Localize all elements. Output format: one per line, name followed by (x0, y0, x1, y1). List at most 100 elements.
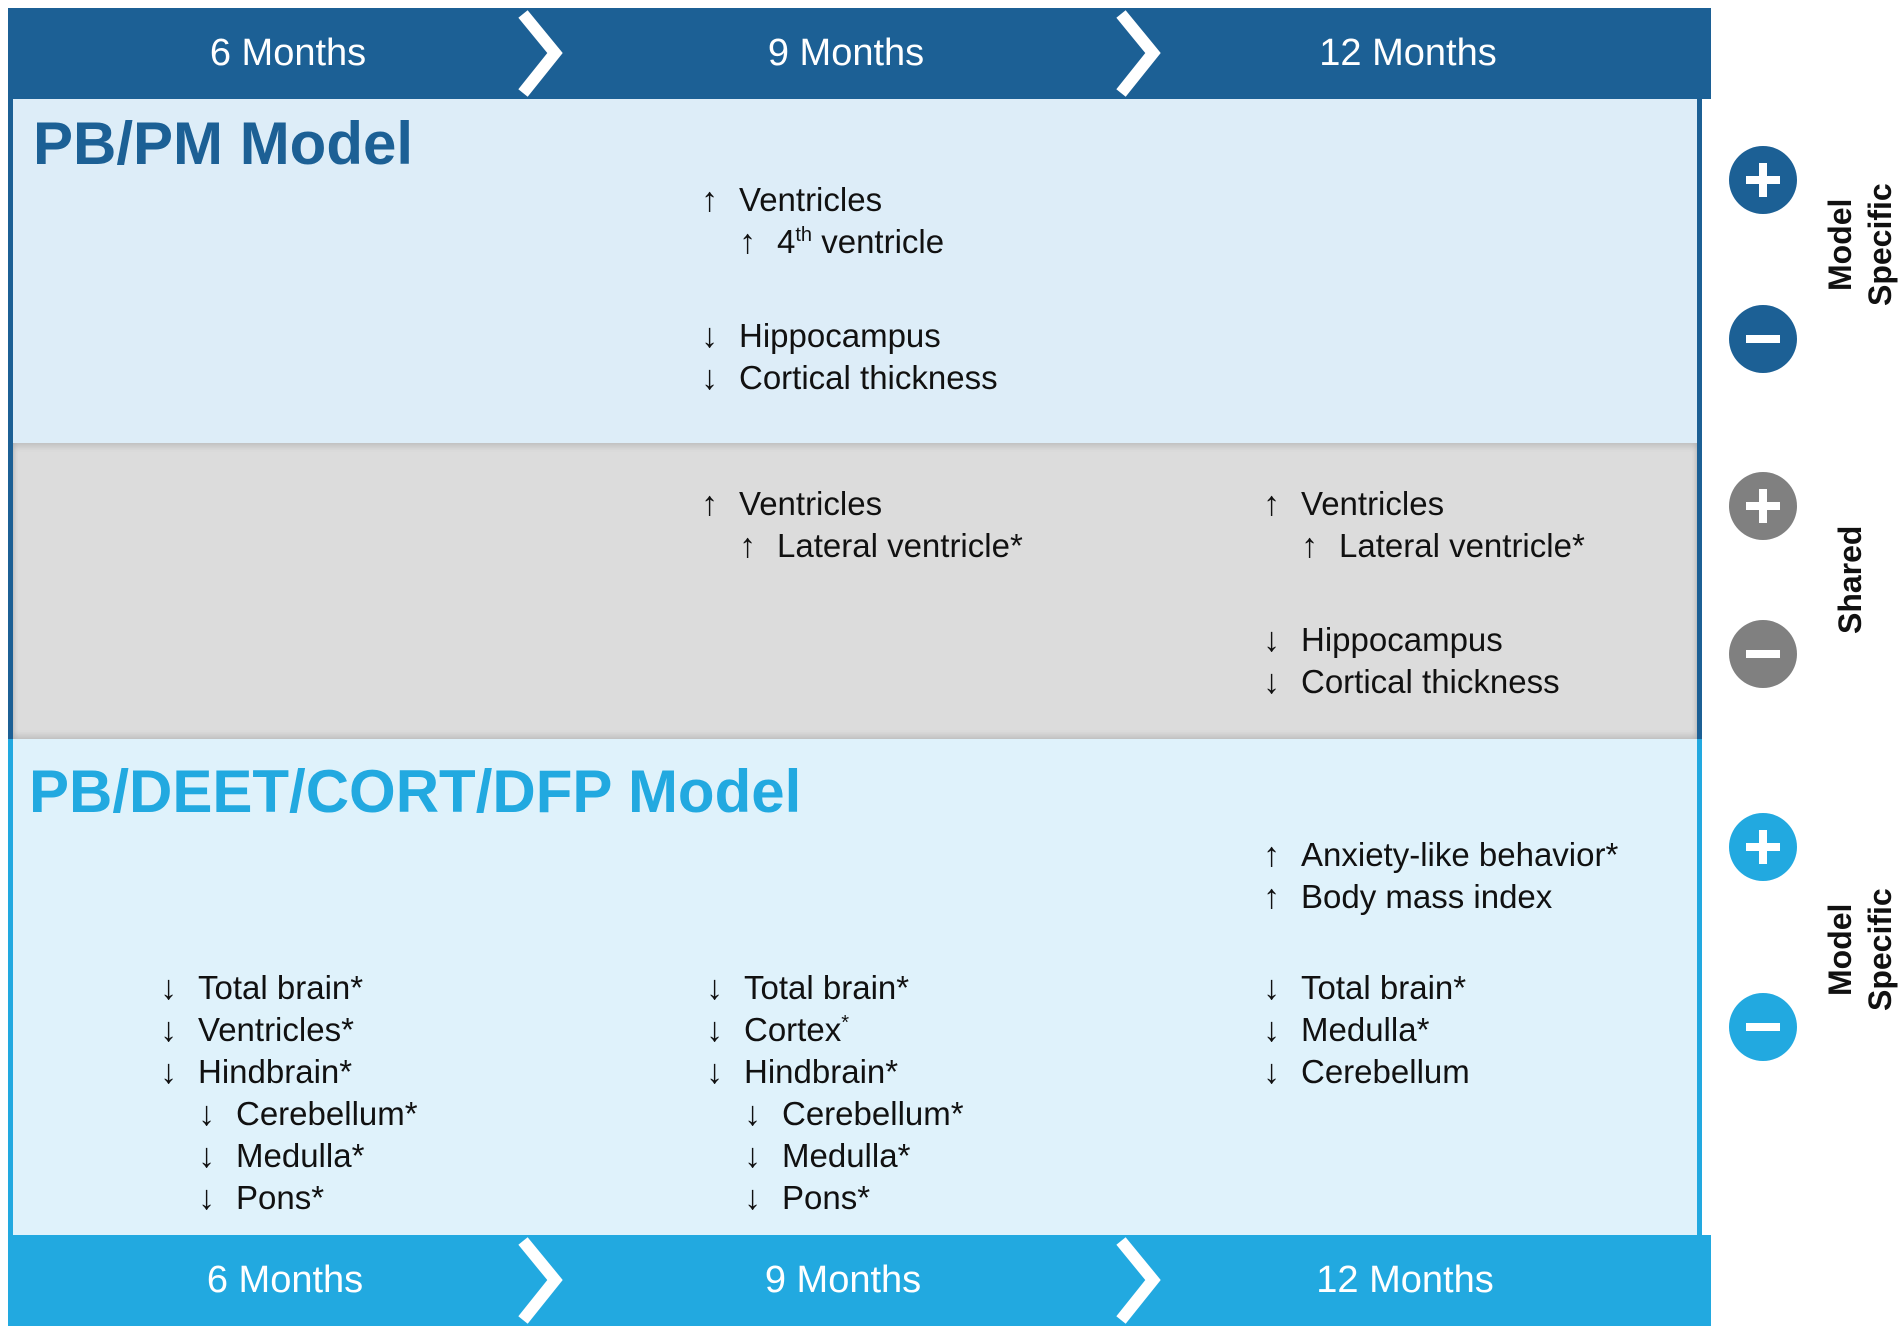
plus-icon (1729, 813, 1797, 881)
finding-label: Medulla* (782, 1137, 911, 1174)
arrow-down-icon: ↓ (1263, 969, 1280, 1007)
finding-item: ↓ Medulla* (744, 1137, 910, 1176)
finding-item: ↓Total brain* (160, 969, 363, 1008)
arrow-down-icon: ↓ (198, 1179, 215, 1217)
finding-item: ↓ Cerebellum* (198, 1095, 418, 1134)
legend-model-specific-bottom: Model Specific (1822, 888, 1898, 1012)
finding-item: ↑Body mass index (1263, 878, 1552, 917)
finding-label: Hindbrain* (744, 1053, 899, 1090)
arrow-down-icon: ↓ (706, 969, 723, 1007)
legend-model-specific-top: Model Specific (1822, 183, 1898, 307)
arrow-down-icon: ↓ (160, 1053, 177, 1091)
legend-shared: Shared (1832, 525, 1868, 635)
finding-label: Cerebellum* (236, 1095, 418, 1132)
finding-item: ↓ Cerebellum (1263, 1053, 1470, 1092)
finding-label: Cortical thickness (1301, 663, 1560, 700)
deet-panel: PB/DEET/CORT/DFP Model ↓ Total brain* ↓ Ven… (8, 739, 1702, 1235)
finding-label: Body mass index (1301, 878, 1553, 915)
arrow-down-icon: ↓ (160, 1011, 177, 1049)
finding-label: Medulla* (236, 1137, 365, 1174)
arrow-down-icon: ↓ (701, 359, 718, 397)
arrow-up-icon: ↑ (739, 223, 756, 261)
arrow-down-icon: ↓ (1263, 1053, 1280, 1091)
finding-item: ↓ Hindbrain* (706, 1053, 898, 1092)
arrow-down-icon: ↓ (198, 1095, 215, 1133)
finding-item: ↓Cortical thickness (1263, 663, 1560, 702)
arrow-down-icon: ↓ (1263, 621, 1280, 659)
finding-item: ↑ Ventricles (701, 181, 882, 220)
finding-label: Cerebellum* (782, 1095, 964, 1132)
month-label-12: 12 Months (1319, 32, 1497, 74)
finding-item: ↑ Lateral ventricle* (1301, 527, 1585, 566)
finding-label: Pons* (236, 1179, 325, 1216)
finding-label: Anxiety-like behavior* (1301, 836, 1619, 873)
finding-label: Hippocampus (739, 317, 941, 354)
arrow-down-icon: ↓ (1263, 1011, 1280, 1049)
finding-item: ↓ Hippocampus (1263, 621, 1503, 660)
finding-item: ↓ Medulla* (198, 1137, 364, 1176)
deet-model-title: PB/DEET/CORT/DFP Model (29, 758, 802, 825)
finding-label: Lateral ventricle* (1339, 527, 1585, 564)
month-label-12: 12 Months (1316, 1259, 1494, 1301)
finding-superscript: th (795, 224, 813, 246)
finding-item: ↓Pons* (744, 1179, 870, 1218)
arrow-up-icon: ↑ (1301, 527, 1318, 565)
finding-item: ↑ Anxiety-like behavior* (1263, 836, 1618, 875)
finding-label: Lateral ventricle* (777, 527, 1023, 564)
finding-item: ↑ Ventricles (701, 485, 882, 524)
finding-superscript: * (841, 1012, 849, 1034)
finding-label: Total brain* (744, 969, 910, 1006)
arrow-up-icon: ↑ (1263, 485, 1280, 523)
pbpm-model-title: PB/PM Model (33, 110, 414, 177)
finding-label: Cortex (744, 1011, 842, 1048)
finding-item: ↑ Lateral ventricle* (739, 527, 1023, 566)
arrow-up-icon: ↑ (701, 485, 718, 523)
minus-icon (1729, 620, 1797, 688)
month-label-6: 6 Months (209, 32, 367, 74)
shared-panel: ↑Ventricles↑Lateral ventricle* ↑Ventricl… (8, 443, 1702, 739)
finding-item: ↑4th ventricle (739, 223, 944, 262)
chevron-icon (518, 10, 563, 97)
finding-item: ↑Ventricles (1263, 485, 1444, 524)
chevron-icon (1116, 1237, 1161, 1324)
arrow-down-icon: ↓ (701, 317, 718, 355)
arrow-down-icon: ↓ (706, 1053, 723, 1091)
chevron-icon (518, 1237, 563, 1324)
finding-label: Cortical thickness (739, 359, 998, 396)
arrow-down-icon: ↓ (744, 1095, 761, 1133)
finding-label: Hindbrain* (198, 1053, 353, 1090)
finding-item: ↓ Hippocampus (701, 317, 941, 356)
plus-icon (1729, 472, 1797, 540)
chevron-icon (1116, 10, 1161, 97)
month-label-9: 9 Months (764, 1259, 922, 1301)
finding-label: Cerebellum (1301, 1053, 1470, 1090)
finding-label: Hippocampus (1301, 621, 1503, 658)
month-label-6: 6 Months (206, 1259, 364, 1301)
arrow-up-icon: ↑ (1263, 836, 1280, 874)
finding-label: Ventricles (739, 485, 883, 522)
finding-item: ↓ Ventricles* (160, 1011, 354, 1050)
finding-item: ↓ Cortex* (706, 1011, 849, 1050)
finding-item: ↓Medulla* (1263, 1011, 1429, 1050)
finding-label: Pons* (782, 1179, 871, 1216)
arrow-down-icon: ↓ (160, 969, 177, 1007)
minus-icon (1729, 305, 1797, 373)
finding-item: ↓ Cortical thickness (701, 359, 998, 398)
finding-label: Ventricles* (198, 1011, 354, 1048)
arrow-up-icon: ↑ (701, 181, 718, 219)
pbpm-panel: PB/PM Model ↑ Ventricles ↑4th ventricle ↓ Hi… (8, 99, 1702, 443)
finding-item: ↓ Pons* (198, 1179, 324, 1218)
timeline-figure: 6 Months 9 Months 12 Months PB/PM Model … (8, 8, 1711, 1327)
arrow-down-icon: ↓ (198, 1137, 215, 1175)
arrow-down-icon: ↓ (706, 1011, 723, 1049)
finding-item: ↓ Total brain* (706, 969, 909, 1008)
finding-label: Ventricles (739, 181, 883, 218)
finding-item: ↓ Hindbrain* (160, 1053, 352, 1092)
timeline-bar-bottom: 6 Months 9 Months 12 Months (8, 1235, 1711, 1326)
minus-icon (1729, 993, 1797, 1061)
plus-icon (1729, 146, 1797, 214)
arrow-down-icon: ↓ (744, 1137, 761, 1175)
arrow-up-icon: ↑ (739, 527, 756, 565)
month-label-9: 9 Months (767, 32, 925, 74)
finding-label: Total brain* (1301, 969, 1467, 1006)
